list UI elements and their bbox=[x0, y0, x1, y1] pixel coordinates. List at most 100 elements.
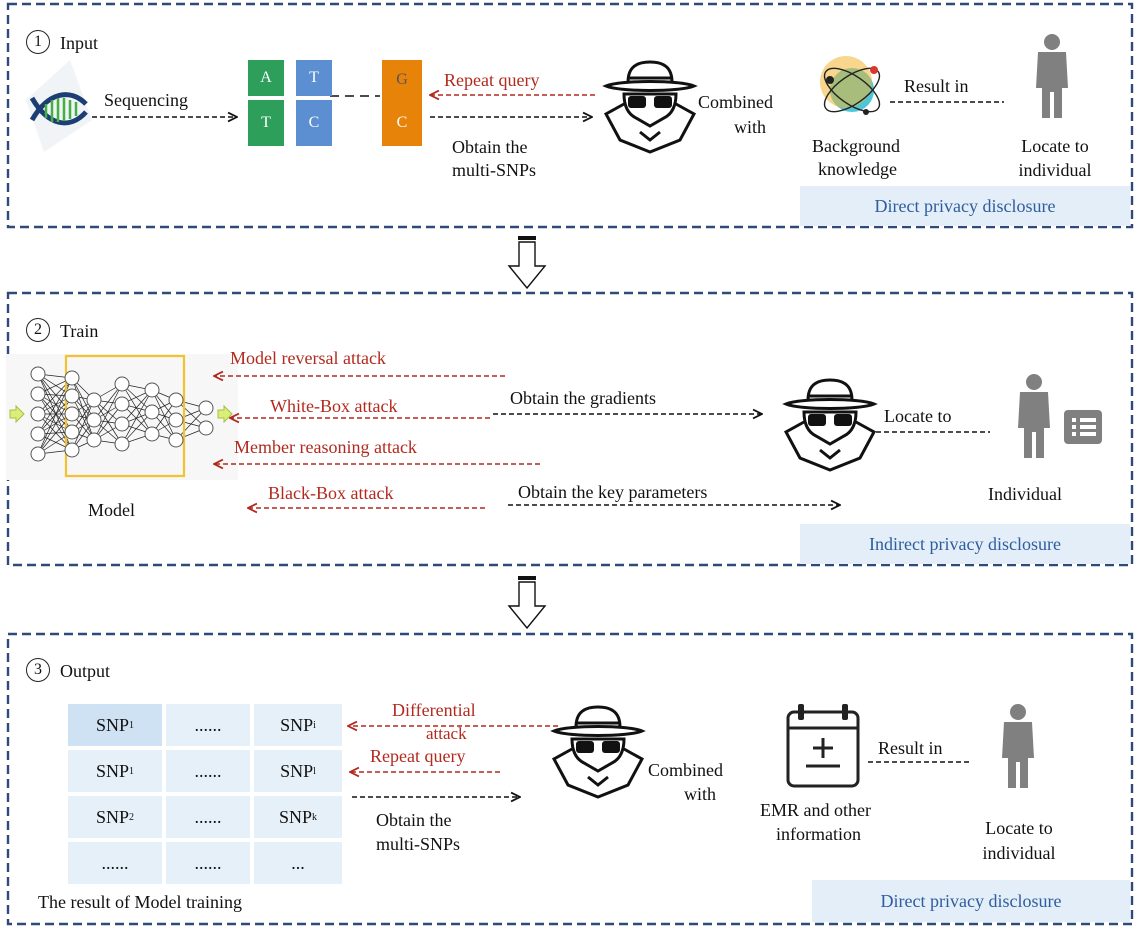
locate-line2-s3: individual bbox=[982, 843, 1056, 863]
nucleotide-c2: C bbox=[382, 100, 422, 146]
emr-line2: information bbox=[776, 824, 861, 844]
disclosure-badge-1: Direct privacy disclosure bbox=[800, 186, 1130, 226]
differential-line1: Differential bbox=[392, 700, 476, 720]
nucleotide-t1: T bbox=[248, 100, 284, 146]
model-reversal-label: Model reversal attack bbox=[230, 348, 386, 368]
nn-node bbox=[64, 406, 80, 422]
nn-node bbox=[198, 400, 214, 416]
section3-title: Output bbox=[60, 661, 111, 681]
section1-frame bbox=[6, 2, 1134, 229]
nn-node bbox=[86, 432, 102, 448]
obtain-key-params-label: Obtain the key parameters bbox=[518, 482, 708, 502]
result-in-label-2: Result in bbox=[878, 738, 943, 758]
nn-node bbox=[86, 412, 102, 428]
emr-calendar-icon bbox=[786, 704, 860, 788]
background-line2: knowledge bbox=[818, 159, 897, 179]
neural-network-icon bbox=[6, 354, 238, 480]
background-line1: Background bbox=[812, 136, 900, 156]
nn-node bbox=[30, 426, 46, 442]
obtain-gradients-label: Obtain the gradients bbox=[510, 388, 656, 408]
nn-node bbox=[30, 366, 46, 382]
table-cell: ...... bbox=[68, 842, 162, 884]
nucleotide-t2: T bbox=[296, 60, 332, 96]
nn-node bbox=[144, 404, 160, 420]
section2-frame bbox=[6, 291, 1134, 567]
obtain-line1-s1: Obtain the bbox=[452, 137, 528, 157]
nn-node bbox=[144, 426, 160, 442]
nn-node bbox=[114, 416, 130, 432]
obtain-line2-s1: multi-SNPs bbox=[452, 160, 537, 180]
model-label: Model bbox=[88, 500, 135, 520]
emr-line1: EMR and other bbox=[760, 800, 871, 820]
repeat-query-label-2: Repeat query bbox=[370, 746, 466, 766]
down-arrow-2 bbox=[507, 576, 547, 630]
member-reasoning-label: Member reasoning attack bbox=[234, 437, 417, 457]
black-box-label: Black-Box attack bbox=[268, 483, 394, 503]
nucleotide-a: A bbox=[248, 60, 284, 96]
section3-number: 3 bbox=[26, 658, 50, 682]
obtain-line1-s3: Obtain the bbox=[376, 810, 452, 830]
locate-to-label: Locate to bbox=[884, 406, 952, 426]
table-cell: ...... bbox=[166, 796, 250, 838]
result-in-label-1: Result in bbox=[904, 76, 969, 96]
nucleotide-g: G bbox=[382, 60, 422, 100]
combined-line2-s3: with bbox=[684, 784, 717, 804]
nn-node bbox=[30, 386, 46, 402]
section3-frame bbox=[6, 632, 1134, 926]
section2-number: 2 bbox=[26, 318, 50, 342]
nn-node bbox=[168, 432, 184, 448]
nn-node bbox=[144, 382, 160, 398]
nucleotide-c1: C bbox=[296, 100, 332, 146]
obtain-line2-s3: multi-SNPs bbox=[376, 834, 461, 854]
dna-icon bbox=[26, 60, 92, 152]
repeat-query-label-1: Repeat query bbox=[444, 70, 540, 90]
atom-icon bbox=[820, 56, 881, 115]
hacker-icon-2 bbox=[784, 378, 876, 472]
person-icon-1 bbox=[1036, 34, 1068, 118]
hacker-icon-1 bbox=[604, 60, 696, 154]
nn-node bbox=[30, 446, 46, 462]
disclosure-badge-3: Direct privacy disclosure bbox=[812, 880, 1130, 922]
table-cell: ...... bbox=[166, 750, 250, 792]
locate-line2-s1: individual bbox=[1018, 160, 1092, 180]
person-icon-3 bbox=[1002, 704, 1034, 788]
table-cell: ...... bbox=[166, 704, 250, 746]
nn-node bbox=[114, 376, 130, 392]
nn-node bbox=[64, 370, 80, 386]
table-cell: ... bbox=[254, 842, 342, 884]
record-icon bbox=[1064, 410, 1102, 444]
nn-node bbox=[64, 442, 80, 458]
differential-line2: attack bbox=[426, 724, 467, 743]
hacker-icon-3 bbox=[552, 705, 644, 799]
white-box-label: White-Box attack bbox=[270, 396, 398, 416]
locate-line1-s3: Locate to bbox=[985, 818, 1053, 838]
combined-line1-s1: Combined bbox=[698, 92, 773, 112]
nn-node bbox=[86, 392, 102, 408]
disclosure-badge-2: Indirect privacy disclosure bbox=[800, 524, 1130, 564]
combined-line2-s1: with bbox=[734, 117, 767, 137]
individual-label: Individual bbox=[988, 484, 1062, 504]
nn-node bbox=[64, 388, 80, 404]
nn-node bbox=[114, 396, 130, 412]
table-cell: ...... bbox=[166, 842, 250, 884]
nn-node bbox=[168, 392, 184, 408]
nn-node bbox=[64, 424, 80, 440]
locate-line1-s1: Locate to bbox=[1021, 136, 1089, 156]
combined-line1-s3: Combined bbox=[648, 760, 723, 780]
person-icon-2 bbox=[1018, 374, 1050, 458]
down-arrow-1 bbox=[507, 236, 547, 290]
table-caption: The result of Model training bbox=[38, 892, 242, 912]
section1-number: 1 bbox=[26, 30, 50, 54]
nn-node bbox=[30, 406, 46, 422]
section2-title: Train bbox=[60, 321, 99, 341]
sequencing-label: Sequencing bbox=[104, 90, 188, 110]
section1-title: Input bbox=[60, 33, 98, 53]
nn-node bbox=[198, 420, 214, 436]
